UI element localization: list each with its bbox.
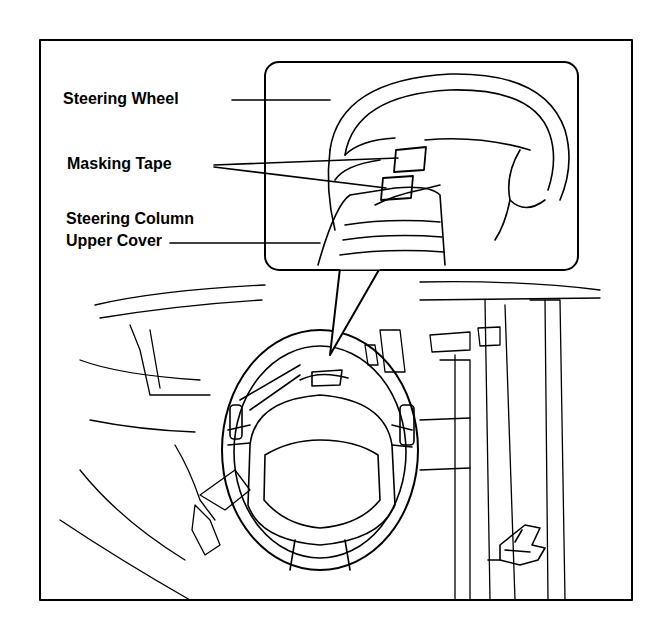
steering-wheel-view (222, 330, 418, 570)
leader-lines (170, 100, 398, 243)
inset-view (265, 62, 578, 270)
dashboard (60, 282, 600, 600)
callout-pointer (330, 268, 380, 355)
part-label: Steering Column Upper Cover (66, 208, 216, 252)
frame (40, 40, 632, 600)
part-label: Steering Wheel (63, 88, 233, 110)
part-label: Masking Tape (67, 153, 217, 175)
hand (488, 525, 545, 565)
